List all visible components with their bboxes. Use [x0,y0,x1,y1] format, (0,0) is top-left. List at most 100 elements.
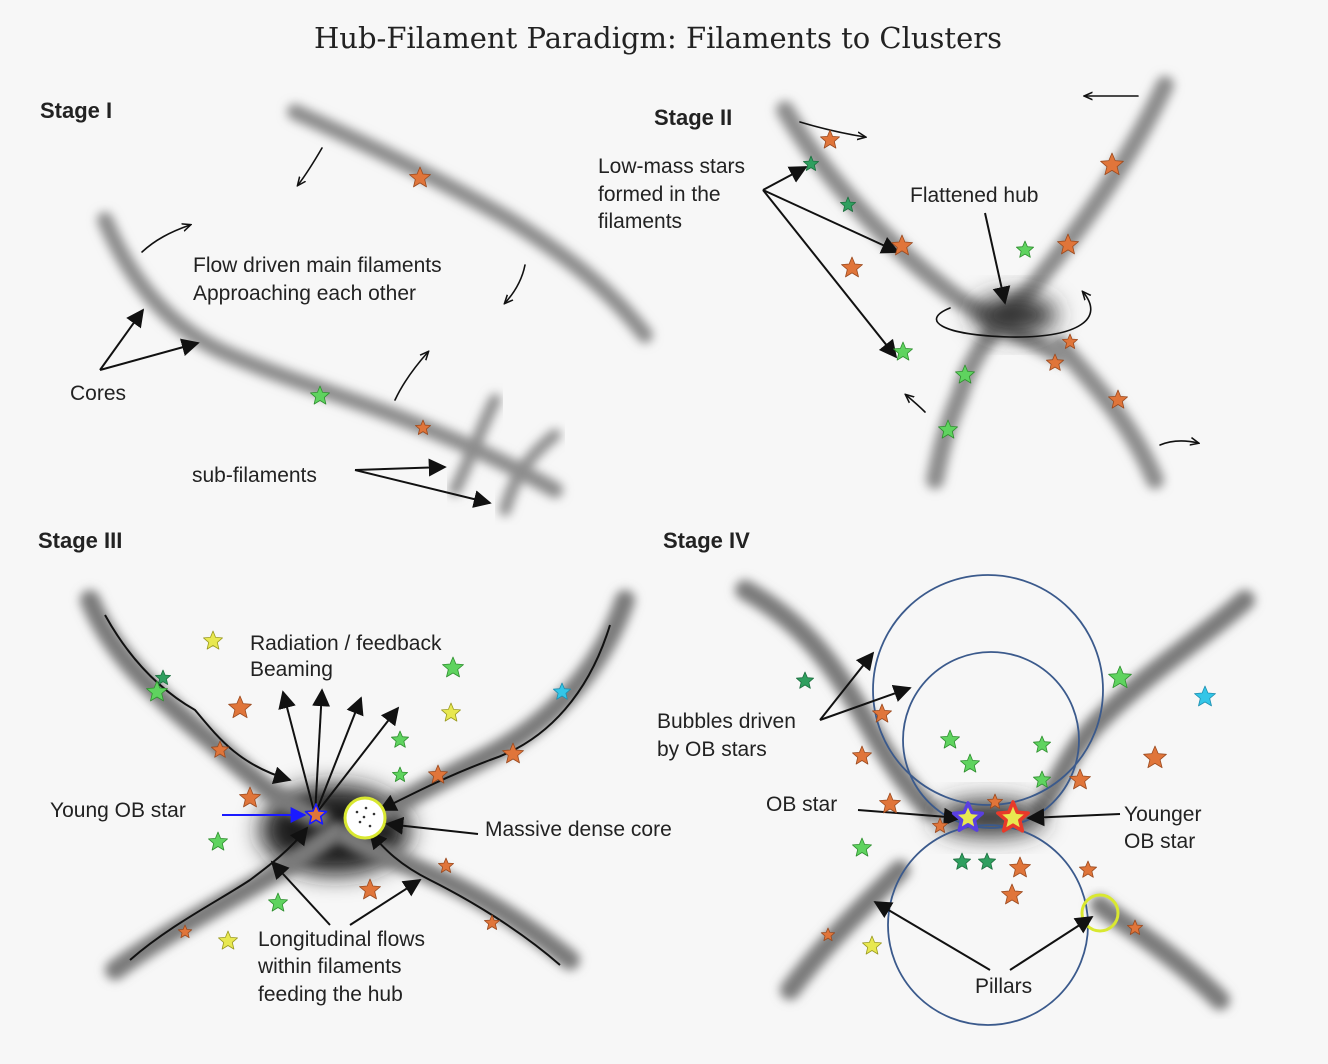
stage-4-bubbles-pointer [819,651,875,721]
star-shape [879,792,901,814]
star-icon [177,924,193,939]
stage-3-flows-label: feeding the hub [258,983,403,1006]
stage-3-flows-pointer [349,879,422,926]
star-icon [218,930,238,950]
star-shape [1108,389,1128,409]
star-icon [437,857,455,873]
stage-2-panel: Stage II Low-mass stars formed in the fi… [598,76,1198,489]
stage-1-cores-label: Cores [70,382,126,405]
star-shape [310,385,330,405]
stage-3-flows-label: Longitudinal flows [258,928,425,951]
star-icon [428,764,448,784]
stage-2-rotation-arrow [935,292,1092,338]
stage-4-filament-upper-right [1030,590,1255,820]
star-icon [154,669,172,685]
stage-4-bubbles-label: by OB stars [657,738,767,761]
star-shape [428,764,448,784]
star-shape [1194,685,1216,707]
stage-1-panel: Stage I Flow driven main filaments Appro… [40,98,653,516]
star-shape [803,155,819,171]
star-icon [1069,768,1091,790]
star-shape [978,852,996,870]
stage-1-motion-arrow [298,147,323,185]
star-shape [955,364,975,384]
star-shape [203,630,223,650]
star-icon [1108,665,1132,689]
star-icon [996,800,1030,833]
star-icon [852,837,872,857]
star-shape [852,837,872,857]
star-shape [409,166,431,188]
star-icon [953,852,971,870]
stage-3-beam-arrow [278,690,316,816]
stage-2-flattened-hub [973,295,1057,335]
star-icon [960,753,980,773]
star-shape [938,419,958,439]
stage-1-flow-label: Flow driven main filaments [193,254,442,277]
stage-4-pillars-pointer [873,901,991,971]
star-shape [146,680,168,702]
stage-2-lowmass-label: formed in the [598,183,721,206]
stage-2-hub-pointer [984,212,1011,305]
star-icon [391,766,409,782]
stage-3-core-label: Massive dense core [485,818,672,841]
star-icon [1100,152,1124,176]
stage-3-radiation-label: Radiation / feedback [250,632,442,655]
star-shape [483,914,501,930]
star-shape [239,786,261,808]
star-shape [1033,770,1051,788]
star-icon [1194,685,1216,707]
star-icon [955,364,975,384]
star-shape [553,682,571,700]
stage-4-panel: Stage IV Bubbles driven by OB stars OB s… [657,528,1255,1026]
star-shape [1079,860,1097,878]
stage-1-subfilaments-label: sub-filaments [192,464,317,487]
stage-1-motion-arrow [505,264,526,303]
star-icon [203,630,223,650]
stage-4-younger-label: OB star [1124,830,1195,853]
star-icon [891,234,913,256]
star-shape [154,669,172,685]
stage-1-motion-arrow [141,225,190,253]
stage-2-lowmass-pointer [762,189,900,254]
star-shape [268,892,288,912]
stage-3-heading: Stage III [38,528,122,553]
star-shape [304,803,328,825]
star-icon [359,878,381,900]
star-icon [409,166,431,188]
star-icon [390,730,410,748]
star-shape [996,800,1030,833]
star-shape [1062,333,1078,349]
stage-4-pillar-ring [1080,893,1120,933]
star-icon [1033,735,1051,753]
star-icon [803,155,819,171]
star-icon [442,656,464,678]
stage-3-flow-curve [129,826,309,961]
star-shape [940,729,960,749]
star-shape [852,745,872,765]
stage-4-bubble-inner [902,651,1080,829]
star-icon [1127,919,1143,935]
star-shape [177,924,193,939]
stage-1-motion-arrow [394,352,428,401]
star-shape [932,817,948,833]
star-icon [1001,883,1023,905]
star-shape [951,801,985,832]
star-icon [879,792,901,814]
stage-2-hub-label: Flattened hub [910,184,1038,207]
star-shape [218,930,238,950]
star-shape [820,129,840,149]
star-icon [1033,770,1051,788]
star-shape [414,419,432,435]
star-icon [502,742,524,764]
star-shape [441,702,461,722]
star-icon [841,256,863,278]
star-icon [553,682,571,700]
stage-2-motion-arrow [1159,441,1198,446]
star-shape [953,852,971,870]
star-icon [414,419,432,435]
stage-3-flow-curve [378,624,611,811]
star-shape [796,671,814,689]
stage-3-beam-arrow [312,688,331,816]
